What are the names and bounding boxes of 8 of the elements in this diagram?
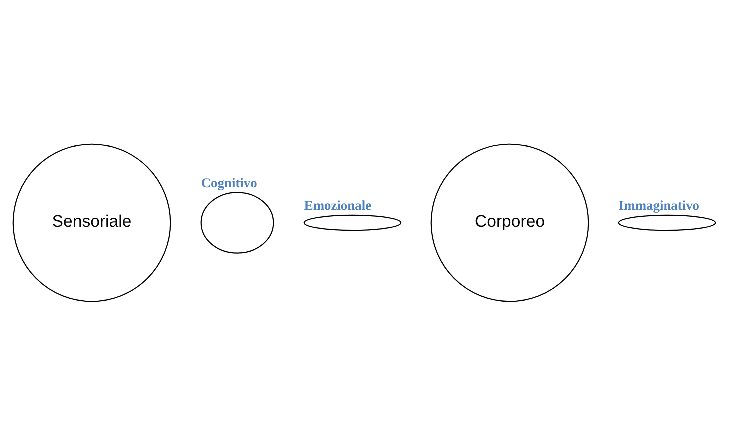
node-ellipse: [618, 214, 716, 232]
node-label: Immaginativo: [618, 198, 700, 214]
node-circle: Sensoriale: [12, 144, 172, 302]
node-label: Cognitivo: [201, 176, 258, 191]
node-label: Emozionale: [304, 198, 372, 214]
node-ellipse: [200, 192, 274, 254]
node-circle: Corporeo: [430, 144, 590, 302]
node-ellipse: [304, 214, 402, 232]
